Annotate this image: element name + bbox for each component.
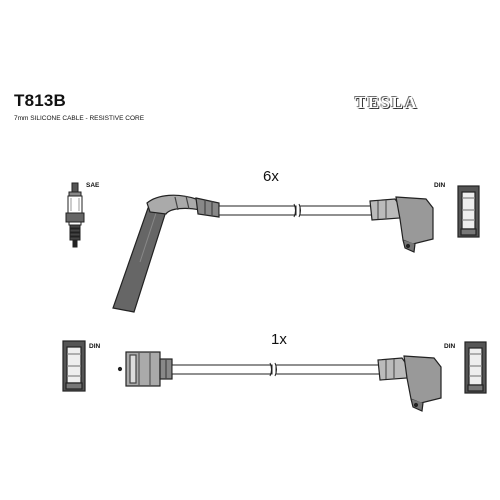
brand-logo: TESLA <box>355 93 419 112</box>
connector-label-din-bottom-left: DIN <box>89 343 101 350</box>
connector-label-din-bottom-right: DIN <box>444 343 456 350</box>
right-angle-boot-icon <box>369 196 434 253</box>
quantity-label-top: 6x <box>263 168 279 185</box>
din-terminal-icon <box>457 185 480 238</box>
quantity-label-bottom: 1x <box>271 331 287 348</box>
spark-plug-icon <box>65 182 85 248</box>
right-angle-boot-icon <box>377 355 442 412</box>
cable-description: 7mm SILICONE CABLE - RESISTIVE CORE <box>14 115 145 122</box>
din-terminal-icon <box>62 340 86 392</box>
cable-body-bottom <box>171 362 381 377</box>
connector-label-sae: SAE <box>86 182 100 189</box>
angled-plug-boot-icon <box>112 194 220 313</box>
cable-body-top <box>218 203 373 218</box>
part-number: T813B <box>14 91 67 110</box>
straight-boot-icon <box>117 351 173 387</box>
din-terminal-icon <box>464 341 487 394</box>
connector-label-din-top-right: DIN <box>434 182 446 189</box>
cable-top <box>65 182 480 313</box>
cable-bottom <box>62 340 487 412</box>
